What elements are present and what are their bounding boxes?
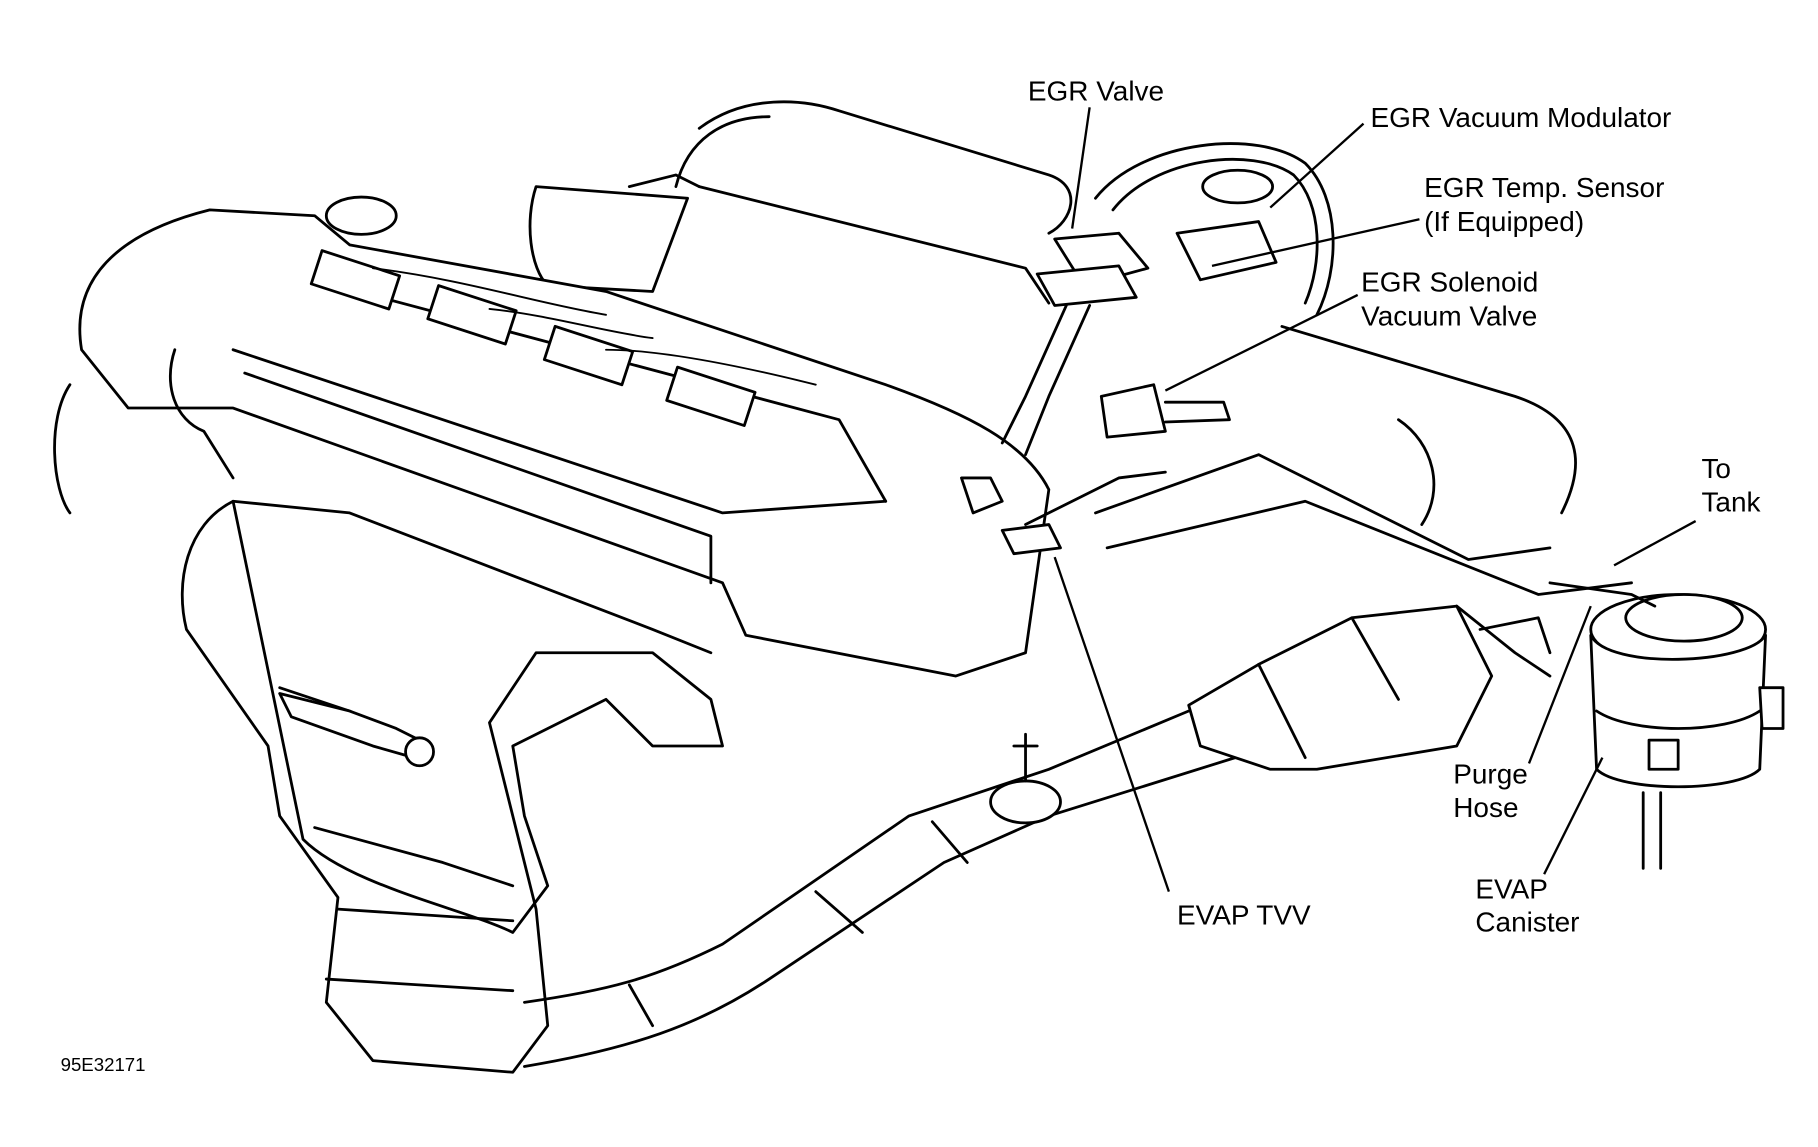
evap-canister bbox=[1548, 581, 1785, 870]
oxygen-sensor bbox=[278, 692, 435, 768]
valve-cover bbox=[53, 195, 1051, 678]
exhaust-pipe bbox=[523, 709, 1237, 1068]
egr-assembly bbox=[960, 142, 1335, 515]
intake-hose bbox=[1094, 325, 1633, 596]
label-egr-solenoid-line2: Vacuum Valve bbox=[1361, 300, 1537, 331]
evap-tvv bbox=[1000, 470, 1167, 556]
label-egr-vacuum-modulator: EGR Vacuum Modulator bbox=[1370, 102, 1671, 133]
leader-lines bbox=[1053, 107, 1697, 893]
label-egr-temp-sensor-line1: EGR Temp. Sensor bbox=[1424, 172, 1664, 203]
figure-code: 95E32171 bbox=[61, 1054, 146, 1075]
label-egr-valve: EGR Valve bbox=[1028, 75, 1164, 106]
exhaust-manifold bbox=[180, 499, 724, 1074]
label-to-tank-line2: Tank bbox=[1701, 487, 1761, 518]
label-purge-hose-line1: Purge bbox=[1453, 758, 1528, 789]
air-intake-duct bbox=[528, 100, 1073, 305]
label-evap-canister-line2: Canister bbox=[1475, 906, 1579, 937]
label-evap-canister-line1: EVAP bbox=[1475, 874, 1548, 905]
catalytic-converter bbox=[1187, 604, 1552, 771]
label-egr-solenoid-line1: EGR Solenoid bbox=[1361, 266, 1538, 297]
label-egr-temp-sensor-line2: (If Equipped) bbox=[1424, 206, 1584, 237]
label-purge-hose-line2: Hose bbox=[1453, 792, 1518, 823]
label-evap-tvv: EVAP TVV bbox=[1177, 899, 1311, 930]
label-to-tank-line1: To bbox=[1701, 453, 1731, 484]
